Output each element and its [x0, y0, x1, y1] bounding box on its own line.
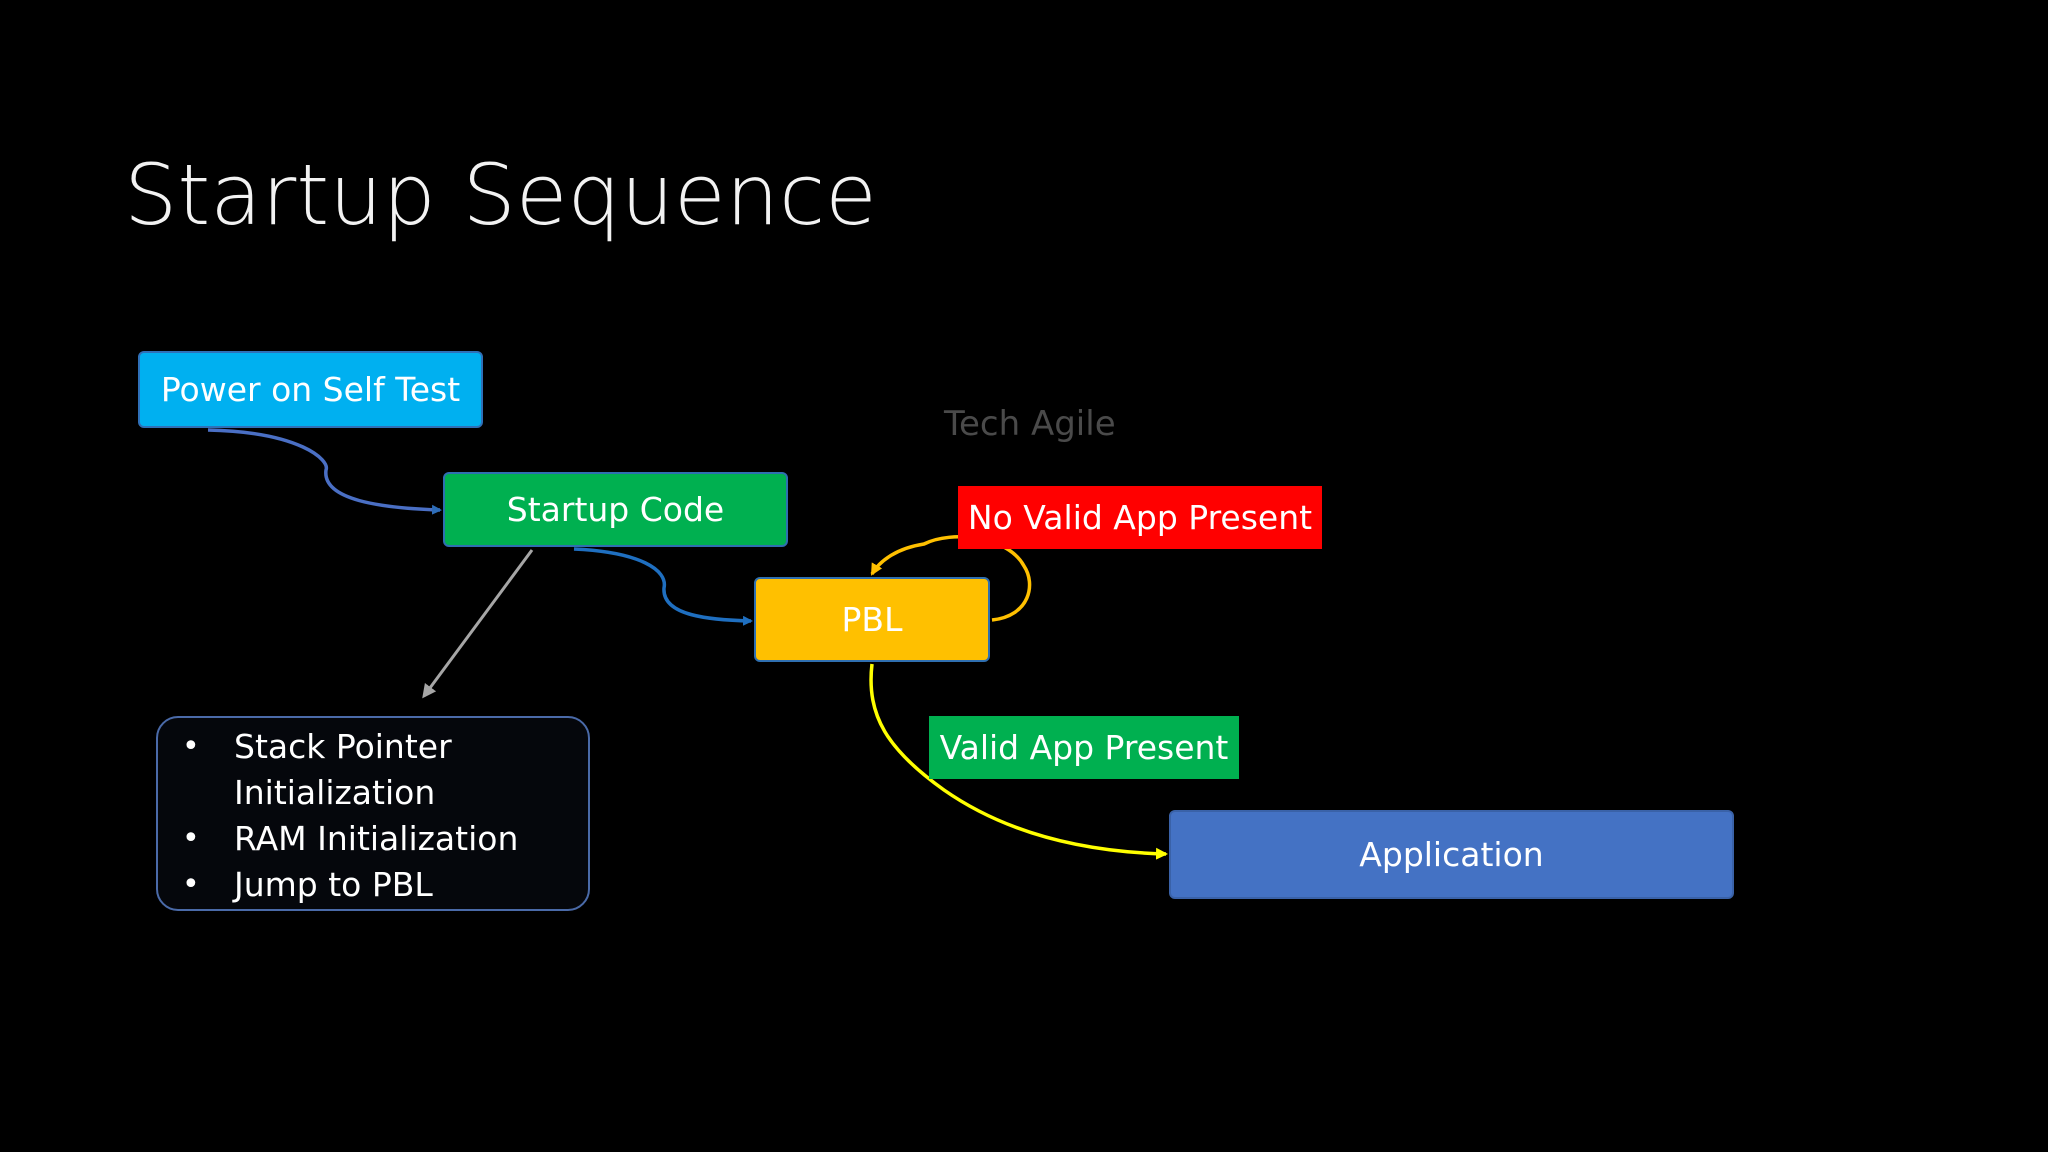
startup-step-item: RAM Initialization	[182, 816, 574, 862]
node-application: Application	[1169, 810, 1734, 899]
arrow-startup-to-pbl	[573, 547, 753, 626]
node-post-label: Power on Self Test	[160, 370, 461, 409]
watermark: Tech Agile	[944, 404, 1116, 444]
startup-steps-box: Stack Pointer Initialization RAM Initial…	[156, 716, 590, 911]
startup-step-item: Jump to PBL	[182, 862, 574, 908]
node-pbl-label: PBL	[841, 600, 903, 639]
edge-label-no-valid-app-text: No Valid App Present	[967, 498, 1313, 537]
edge-label-no-valid-app: No Valid App Present	[958, 486, 1322, 549]
node-application-label: Application	[1359, 835, 1544, 874]
node-pbl: PBL	[754, 577, 990, 662]
node-power-on-self-test: Power on Self Test	[138, 351, 483, 428]
startup-step-item: Stack Pointer Initialization	[182, 724, 574, 816]
node-startup-code: Startup Code	[443, 472, 788, 547]
node-startup-code-label: Startup Code	[506, 490, 725, 529]
edge-label-valid-app: Valid App Present	[929, 716, 1239, 779]
slide-title: Startup Sequence	[124, 146, 877, 244]
edge-label-valid-app-text: Valid App Present	[939, 728, 1229, 767]
arrow-startup-to-steps	[422, 549, 534, 699]
arrow-post-to-startup	[207, 428, 442, 515]
startup-steps-list: Stack Pointer Initialization RAM Initial…	[182, 724, 588, 908]
